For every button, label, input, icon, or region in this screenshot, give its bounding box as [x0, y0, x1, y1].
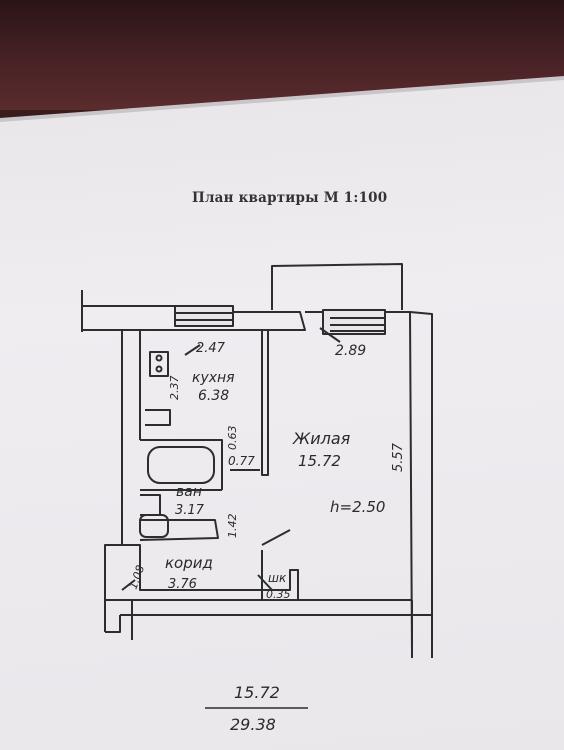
bath-area-label: 3.17 [175, 503, 205, 518]
corridor-name-label: корид [165, 554, 213, 572]
kitchen-width-label: 2.47 [196, 341, 226, 356]
balcony-outline [271, 263, 403, 310]
toilet [139, 514, 169, 538]
corridor-area-label: 3.76 [168, 577, 197, 592]
total-area: 29.38 [230, 715, 276, 734]
bath-sink [140, 494, 161, 516]
bath-dim-1-label: 0.63 [226, 426, 239, 451]
kitchen-sink [145, 409, 171, 426]
room-area-label: 15.72 [298, 452, 341, 470]
kitchen-depth-label: 2.37 [168, 376, 181, 401]
corridor-width-label: 1.08 [127, 564, 148, 591]
closet-area-label: 0.35 [266, 588, 291, 601]
left-wall [104, 330, 123, 632]
room-length-label: 5.57 [391, 442, 406, 472]
bath-name-label: ван [176, 484, 202, 500]
room-name-label: Жилая [292, 429, 351, 448]
kitchen-name-label: кухня [192, 370, 235, 386]
bathtub [147, 446, 215, 484]
kitchen-stove [149, 351, 169, 377]
partition-wall [261, 330, 269, 476]
plan-title: План квартиры М 1:100 [192, 190, 388, 206]
corridor-wall [122, 544, 263, 600]
kitchen-window [174, 305, 234, 327]
ceiling-height-label: h=2.50 [330, 498, 385, 516]
bath-box [140, 439, 223, 490]
bath-dim-2-label: 0.77 [228, 454, 255, 468]
living-area-total: 15.72 [234, 683, 280, 702]
closet-name-label: шк [268, 571, 287, 585]
kitchen-area-label: 6.38 [198, 388, 229, 404]
room-width-label: 2.89 [335, 343, 366, 359]
corridor-dim-label: 1.42 [226, 514, 239, 539]
